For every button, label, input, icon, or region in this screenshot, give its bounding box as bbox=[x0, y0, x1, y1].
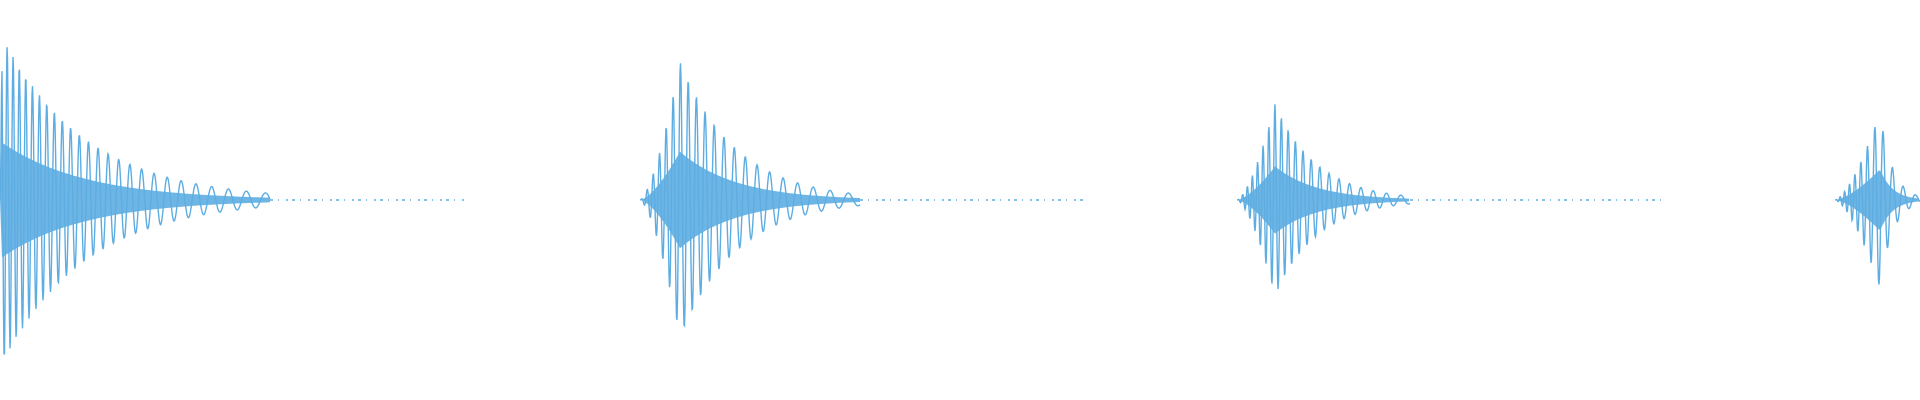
waveform-burst-1 bbox=[0, 47, 465, 355]
waveform-trace bbox=[639, 63, 861, 328]
waveform-burst-4 bbox=[1834, 126, 1920, 285]
waveform-trace bbox=[1236, 104, 1411, 290]
waveform-burst-2 bbox=[639, 63, 1085, 328]
waveform-burst-3 bbox=[1236, 104, 1665, 290]
waveform-envelope bbox=[0, 142, 270, 258]
waveform-trace bbox=[0, 47, 271, 355]
waveform-trace bbox=[1834, 126, 1920, 285]
